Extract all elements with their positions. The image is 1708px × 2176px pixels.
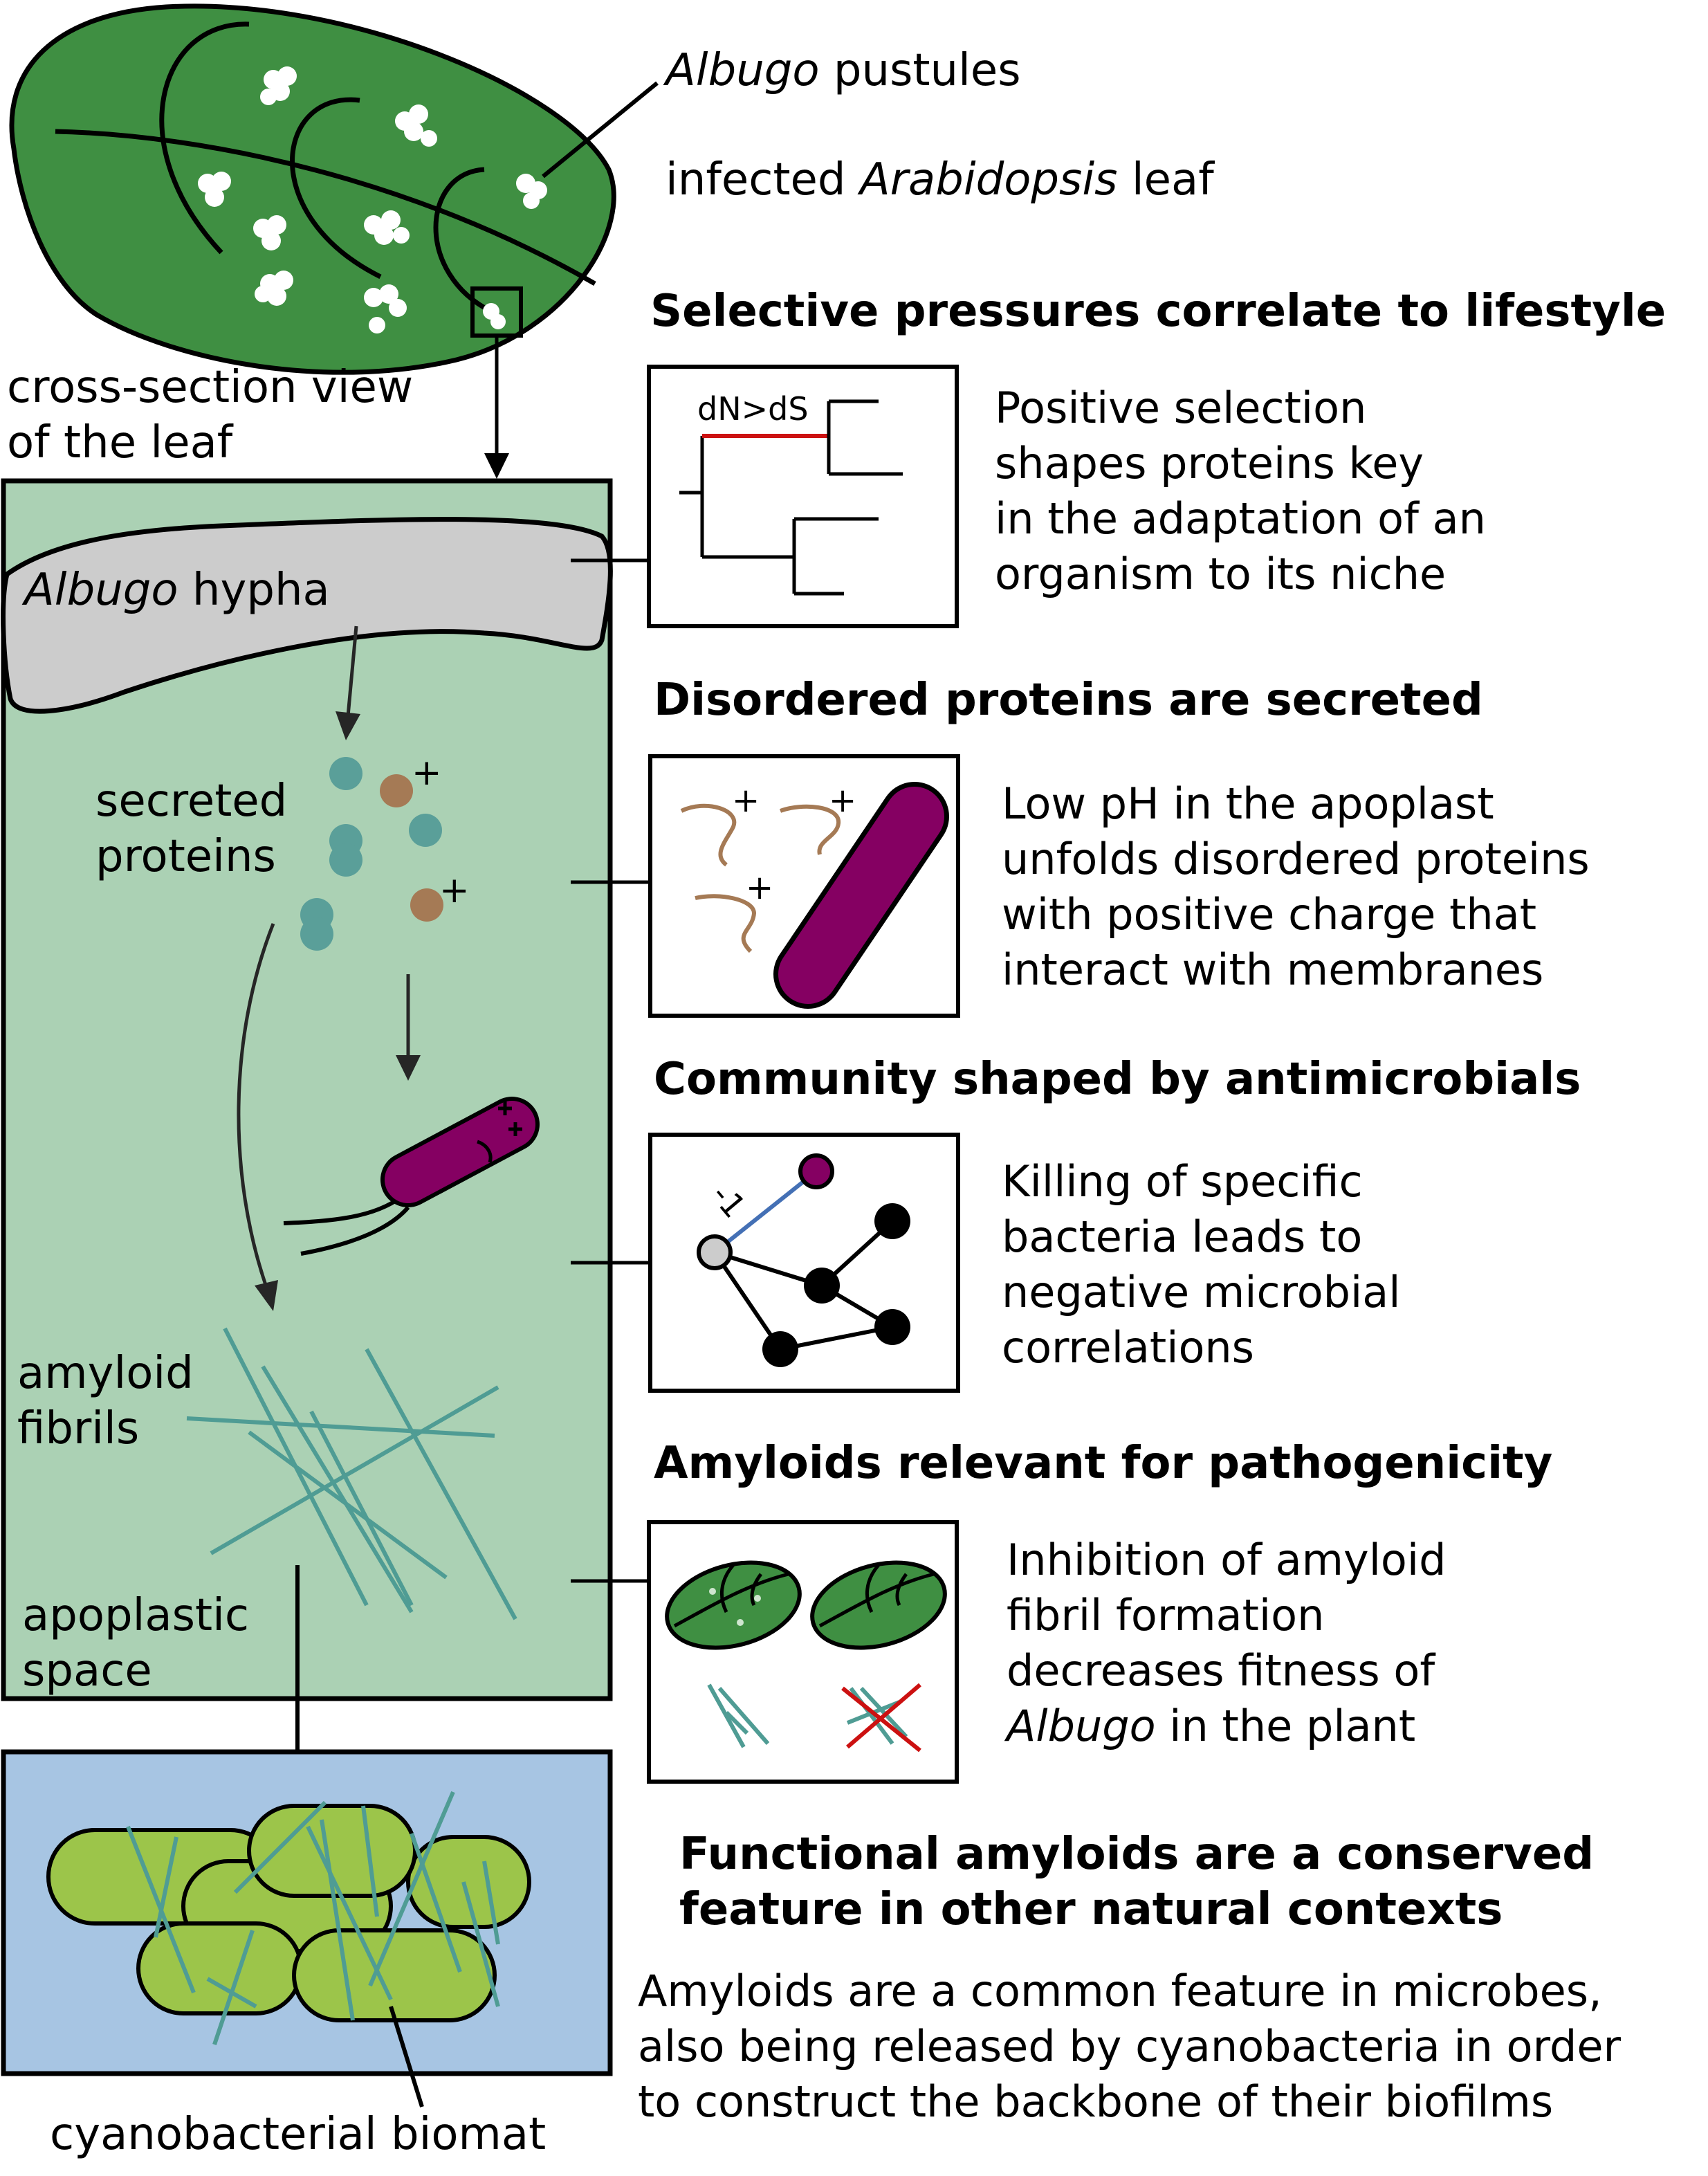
panel-connectors [571,558,650,1583]
biomat-label: cyanobacterial biomat [50,2109,547,2160]
biofilm-fibrils [126,1791,500,2045]
apoplastic-label-line2: space [22,1645,152,1697]
pathogenicity-text-line1: Inhibition of amyloid [1007,1535,1447,1585]
pathogenicity-heading: Amyloids relevant for pathogenicity [654,1438,1553,1489]
cross-section-label-line1: cross-section view [7,362,414,413]
community-text-line3: negative microbial [1002,1267,1401,1317]
phylogenetic-tree [679,399,903,596]
secreted-text-line1: Low pH in the apoplast [1002,778,1494,829]
community-heading: Community shaped by antimicrobials [654,1054,1581,1105]
community-text-line1: Killing of specific [1002,1156,1363,1207]
selection-heading: Selective pressures correlate to lifesty… [650,286,1666,337]
secreted-text-line4: interact with membranes [1002,944,1544,995]
secreted-label-line1: secreted [95,776,288,827]
apoplastic-label-line1: apoplastic [22,1590,250,1641]
secreted-label-line2: proteins [95,831,276,882]
charge-sign: + [439,870,470,911]
secreted-text-line2: unfolds disordered proteins [1002,834,1590,884]
selection-text-line2: shapes proteins key [995,438,1424,488]
secreted-heading: Disordered proteins are secreted [654,675,1483,726]
charge-sign: + [732,781,760,820]
functional-text-line2: also being released by cyanobacteria in … [638,2021,1622,2072]
functional-heading-line2: feature in other natural contexts [679,1884,1503,1935]
amyloid-label-line1: amyloid [17,1348,194,1399]
amyloid-label-line2: fibrils [17,1403,140,1454]
pathogenicity-text-line2: fibril formation [1007,1590,1325,1640]
functional-text-line3: to construct the backbone of their biofi… [638,2076,1554,2127]
hypha-label: Albugo hypha [24,565,330,616]
leaf-label: infected Arabidopsis leaf [665,154,1214,205]
secreted-proteins [300,757,443,951]
biomat-pointer [389,2006,424,2108]
charge-sign: + [829,781,857,820]
bacterium-membrane [283,1097,540,1256]
membrane-rod [778,787,944,1004]
secretion-arrow [346,625,358,717]
disordered-proteins [680,803,841,953]
leaf-veins [55,21,596,314]
secreted-text-line3: with positive charge that [1002,889,1537,940]
correlation-network [697,1153,910,1367]
inhibition-cross-icon [841,1683,921,1753]
community-text-line2: bacteria leads to [1002,1212,1363,1262]
charge-sign: + [746,868,774,907]
selection-text-line1: Positive selection [995,383,1367,433]
functional-heading-line1: Functional amyloids are a conserved [679,1829,1595,1880]
selection-text-line4: organism to its niche [995,549,1447,599]
pustule-pointer-line [542,81,659,179]
community-text-line4: correlations [1002,1322,1254,1373]
fibril-formation-arrow [237,923,275,1288]
pathogenicity-text-line4: Albugo in the plant [1007,1701,1416,1751]
cross-section-label-line2: of the leaf [7,417,233,468]
infected-leaf [9,3,659,479]
pathogenicity-text-line3: decreases fitness of [1007,1645,1435,1696]
albugo-pustules [198,66,547,333]
charge-sign: + [412,752,442,794]
leaf-icons [665,1560,947,1753]
selection-text-line3: in the adaptation of an [995,493,1486,544]
functional-text-line1: Amyloids are a common feature in microbe… [638,1966,1602,2016]
selection-icon-box [647,365,959,628]
amyloid-fibrils [186,1327,517,1620]
albugo-hypha [1,517,613,714]
pustules-label: Albugo pustules [665,45,1021,96]
dnds-label: dN>dS [697,390,809,428]
